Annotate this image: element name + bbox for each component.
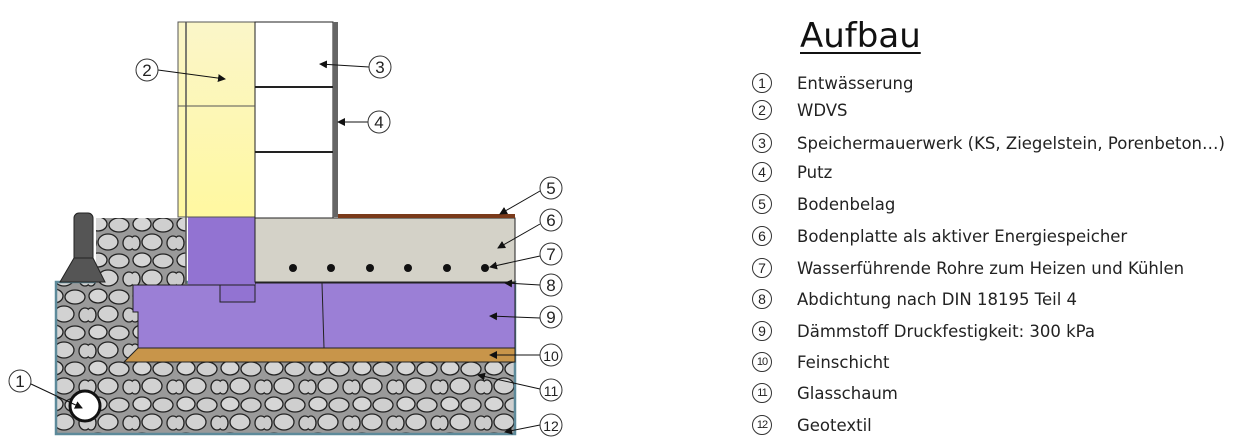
legend-item: 11 Glasschaum [752,382,898,404]
fine-layer [122,347,516,363]
legend-item: 10 Feinschicht [752,351,890,373]
legend-item: 5 Bodenbelag [752,193,895,215]
wdvs-insulation [177,21,256,218]
svg-text:10: 10 [543,348,559,364]
callout-7: 7 [539,242,563,266]
heating-pipes [289,264,489,272]
svg-text:9: 9 [546,308,555,327]
svg-text:8: 8 [546,276,555,295]
legend-label: Bodenbelag [797,194,896,214]
gravel-upper [96,218,186,284]
callout-10: 10 [539,343,563,367]
svg-text:2: 2 [142,61,151,80]
svg-text:5: 5 [546,179,555,198]
floor-wall-section-diagram: 1 2 3 4 5 6 7 8 9 10 11 12 [8,21,563,437]
svg-text:6: 6 [546,211,555,230]
legend-number: 9 [752,321,772,341]
svg-text:12: 12 [543,418,559,434]
legend-label: Wasserführende Rohre zum Heizen und Kühl… [797,258,1185,278]
legend-item: 12 Geotextil [752,414,872,436]
callout-6: 6 [539,208,563,232]
callout-2: 2 [135,58,159,82]
legend-label: Feinschicht [797,352,890,372]
callout-markers: 1 2 3 4 5 6 7 8 9 10 11 12 [8,55,563,437]
legend-item: 8 Abdichtung nach DIN 18195 Teil 4 [752,288,1077,310]
legend-label: Entwässerung [797,73,914,93]
legend-number: 4 [752,162,772,182]
legend-number: 10 [752,352,772,372]
legend-item: 1 Entwässerung [752,72,913,94]
legend-title: Aufbau [800,16,921,56]
legend-item: 6 Bodenplatte als aktiver Energiespeicher [752,225,1127,247]
legend-number: 3 [752,133,772,153]
legend-number: 7 [752,258,772,278]
callout-11: 11 [539,378,563,402]
svg-text:3: 3 [375,58,384,77]
callout-8: 8 [539,273,563,297]
svg-text:1: 1 [15,372,24,391]
callout-4: 4 [367,110,391,134]
legend-item: 9 Dämmstoff Druckfestigkeit: 300 kPa [752,320,1095,342]
legend-number: 11 [752,383,772,403]
callout-1: 1 [8,369,32,393]
svg-text:7: 7 [546,245,555,264]
callout-12: 12 [539,413,563,437]
insulation-wall-base [188,216,255,285]
legend-number: 6 [752,226,772,246]
legend-number: 2 [752,100,772,120]
legend-item: 7 Wasserführende Rohre zum Heizen und Küh… [752,257,1184,279]
callouts [30,60,541,435]
legend-label: Dämmstoff Druckfestigkeit: 300 kPa [797,321,1095,341]
svg-text:11: 11 [544,383,559,399]
callout-3: 3 [368,55,392,79]
floor-covering [338,214,515,218]
legend-label: WDVS [797,100,848,120]
callout-9: 9 [539,305,563,329]
legend-label: Glasschaum [797,383,898,403]
legend-number: 12 [752,415,772,435]
legend-item: 3 Speichermauerwerk (KS, Ziegelstein, Por… [752,132,1225,154]
legend-number: 5 [752,194,772,214]
legend-item: 4 Putz [752,161,832,183]
drain-pipe [68,389,102,423]
legend-label: Geotextil [797,415,872,435]
svg-text:4: 4 [374,113,383,132]
legend-number: 8 [752,289,772,309]
masonry [254,21,334,219]
legend-label: Speichermauerwerk (KS, Ziegelstein, Pore… [797,133,1225,153]
legend-number: 1 [752,73,772,93]
plaster [333,22,338,217]
drain-post [73,212,94,266]
callout-5: 5 [539,176,563,200]
legend-item: 2 WDVS [752,99,848,121]
floor-slab [254,217,516,283]
legend-label: Bodenplatte als aktiver Energiespeicher [797,226,1128,246]
legend-label: Putz [797,162,833,182]
legend-label: Abdichtung nach DIN 18195 Teil 4 [797,289,1078,309]
